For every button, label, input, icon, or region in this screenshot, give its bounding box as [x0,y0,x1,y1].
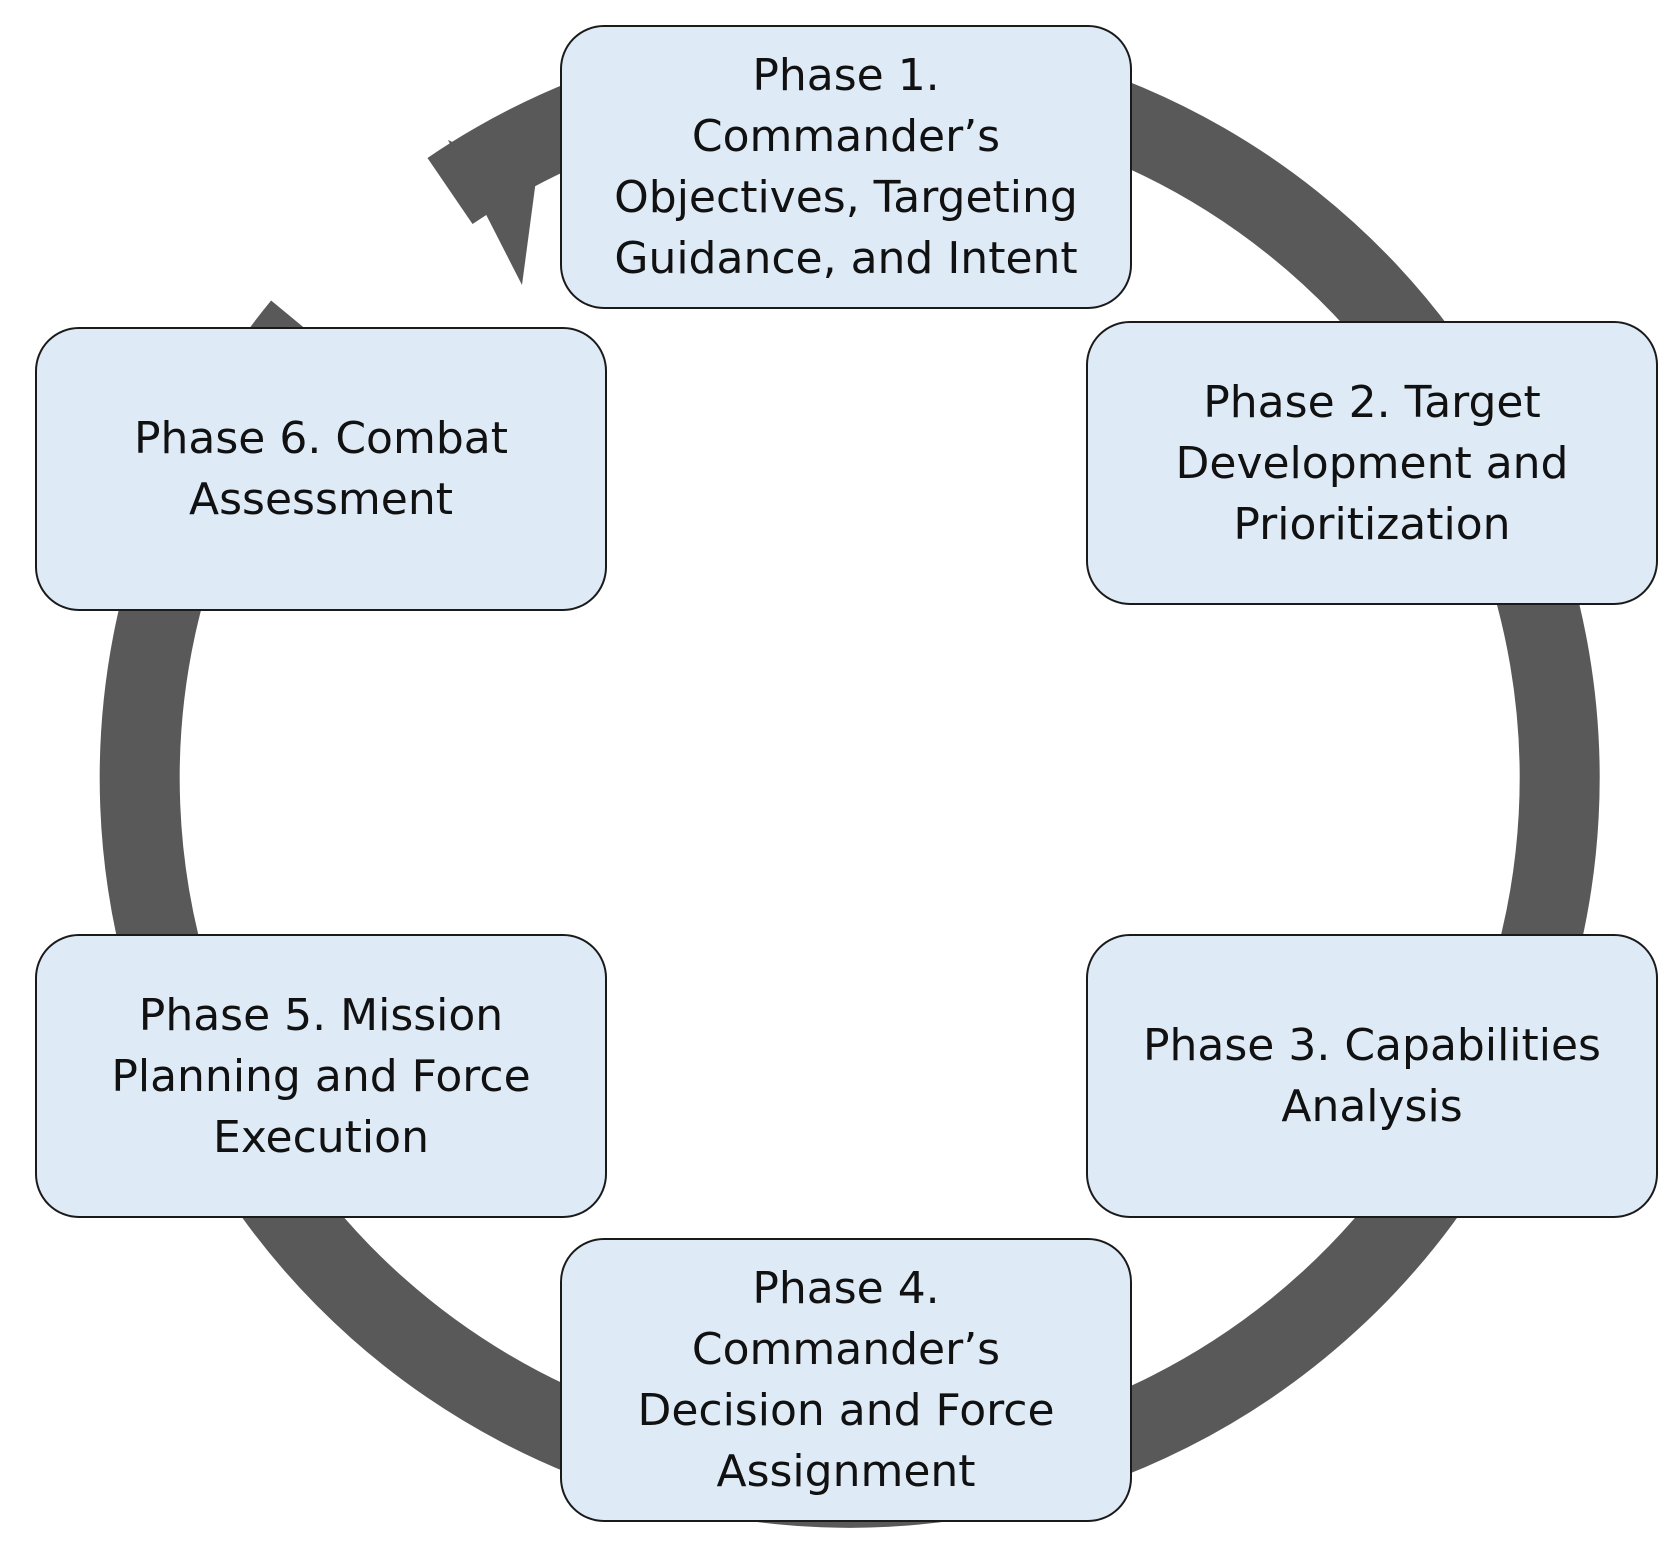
phase-1-line-3: Objectives, Targeting [614,172,1078,223]
phase-3-line-1: Phase 3. Capabilities [1143,1020,1601,1071]
phase-6-line-1: Phase 6. Combat [134,413,508,464]
phase-2-box: Phase 2. Target Development and Prioriti… [1086,321,1658,605]
phase-2-line-2: Development and [1175,437,1569,489]
cycle-arrowhead-icon [448,140,536,285]
phase-2-line-3: Prioritization [1233,498,1511,550]
phase-6-line-2: Assessment [189,474,453,525]
phase-5-box: Phase 5. Mission Planning and Force Exec… [35,934,607,1218]
phase-5-line-3: Execution [213,1111,429,1163]
phase-1-line-4: Guidance, and Intent [614,233,1078,284]
phase-5-line-1: Phase 5. Mission [138,989,504,1041]
phase-4-box: Phase 4. Commander’s Decision and Force … [560,1238,1132,1522]
phase-6-box: Phase 6. Combat Assessment [35,327,607,611]
phase-2-line-1: Phase 2. Target [1203,376,1541,428]
phase-4-line-3: Decision and Force [637,1385,1055,1436]
phase-5-line-2: Planning and Force [111,1050,531,1102]
phase-4-line-1: Phase 4. [752,1263,940,1314]
phase-3-box: Phase 3. Capabilities Analysis [1086,934,1658,1218]
phase-4-line-4: Assignment [716,1446,976,1497]
phase-1-box: Phase 1. Commander’s Objectives, Targeti… [560,25,1132,309]
phase-3-line-2: Analysis [1281,1081,1463,1132]
phase-1-line-2: Commander’s [691,111,1001,162]
phase-1-line-1: Phase 1. [752,50,940,101]
phase-4-line-2: Commander’s [691,1324,1001,1375]
